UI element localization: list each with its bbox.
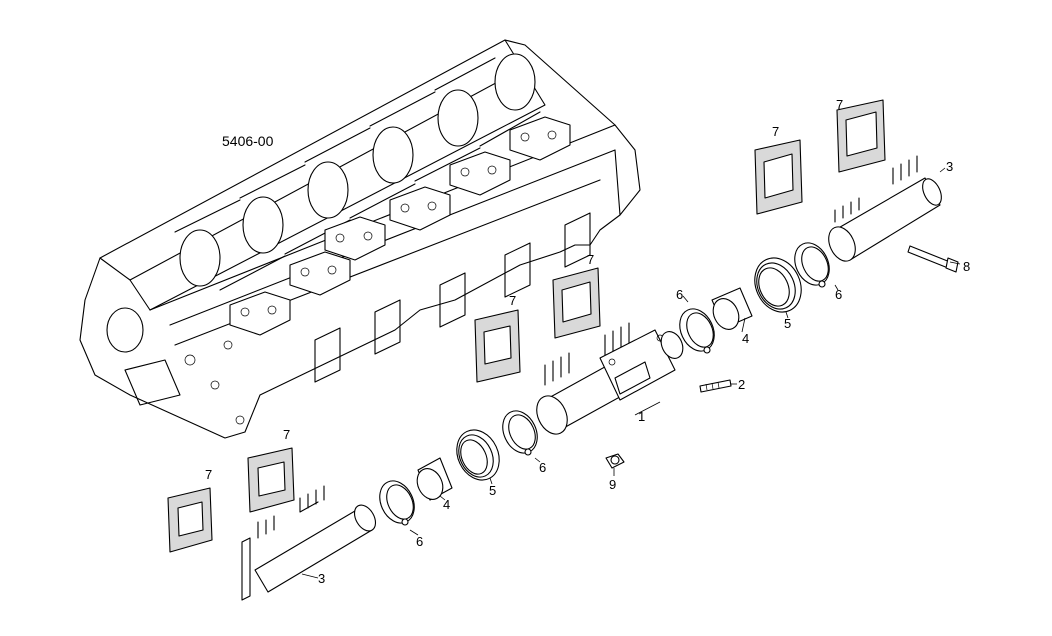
gasket-f: [836, 99, 886, 173]
callout-7-b: 7: [772, 124, 779, 139]
callout-4-upper: 4: [742, 331, 749, 346]
cylinder-head: [79, 39, 641, 439]
sleeve-lower: [416, 457, 453, 501]
callout-6-c: 6: [539, 460, 546, 475]
stud-2: [699, 379, 732, 393]
callout-3-lower: 3: [318, 571, 325, 586]
bellows-upper: [754, 257, 802, 313]
clamp-upper-right: [794, 242, 830, 288]
gasket-e: [754, 139, 803, 215]
callout-7-c: 7: [587, 252, 594, 267]
callout-6-b: 6: [835, 287, 842, 302]
sleeve-upper: [711, 287, 753, 330]
callout-3-upper: 3: [946, 159, 953, 174]
bellows-lower: [456, 429, 500, 481]
gaskets: [167, 99, 886, 553]
manifold-pipe-upper: [828, 155, 942, 262]
callout-5-lower: 5: [489, 483, 496, 498]
clamp-lower-left: [379, 480, 415, 526]
manifold-pipe-lower: [241, 485, 377, 601]
clamp-upper-left: [679, 308, 715, 354]
gasket-c: [474, 309, 521, 383]
callout-6-d: 6: [416, 534, 423, 549]
callout-7-d: 7: [509, 293, 516, 308]
callout-7-f: 7: [205, 467, 212, 482]
gasket-d: [552, 267, 601, 339]
callout-7-e: 7: [283, 427, 290, 442]
cylinder-bores: [174, 53, 541, 291]
group-code-label: 5406-00: [222, 133, 274, 149]
callout-2: 2: [738, 377, 745, 392]
callout-4-lower: 4: [443, 497, 450, 512]
callout-1: 1: [638, 409, 645, 424]
bolt-8: [907, 245, 959, 273]
clamp-lower-right: [502, 410, 538, 456]
leader-lines: [301, 167, 961, 579]
manifold-center: [536, 322, 684, 435]
gasket-b: [247, 447, 295, 513]
valve-pads: [229, 116, 571, 336]
gasket-a: [167, 487, 213, 553]
callout-6-a: 6: [676, 287, 683, 302]
callout-8: 8: [963, 259, 970, 274]
callout-5-upper: 5: [784, 316, 791, 331]
callout-9: 9: [609, 477, 616, 492]
callout-7-a: 7: [836, 97, 843, 112]
plug-9: [605, 453, 625, 469]
side-ports: [314, 212, 591, 383]
